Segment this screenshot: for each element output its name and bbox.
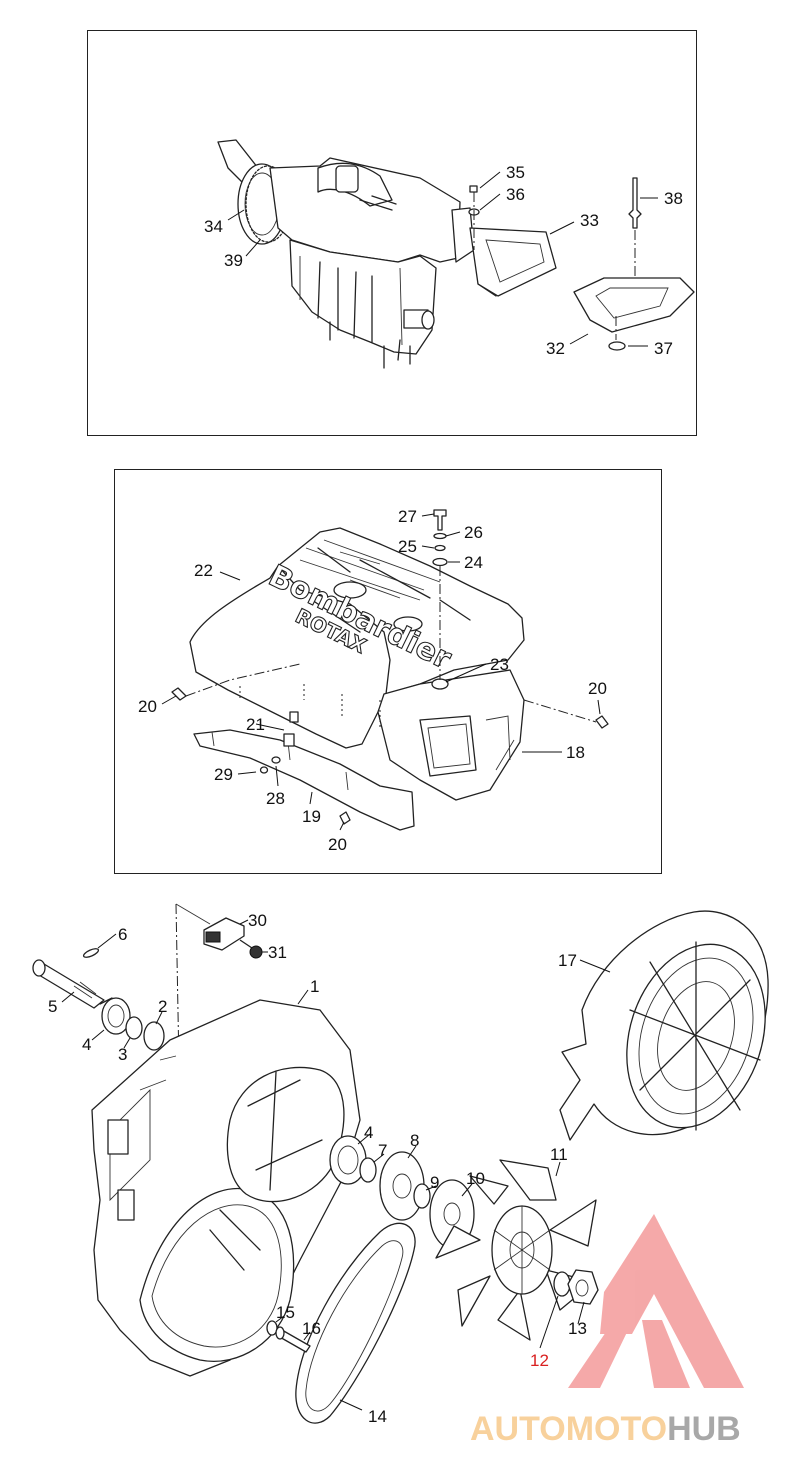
watermark-text-primary: AUTOMOTOHUB xyxy=(470,1410,741,1448)
spacer-3 xyxy=(125,1016,143,1040)
callouts-top: 34 39 35 36 38 33 32 37 xyxy=(204,163,683,358)
bottom-leaders xyxy=(61,919,611,1411)
callout-21: 21 xyxy=(246,715,265,734)
bearing-4-right xyxy=(329,1135,367,1185)
washer-37 xyxy=(608,341,626,351)
bracket-19-21 xyxy=(193,711,415,831)
callout-9: 9 xyxy=(430,1173,439,1192)
callout-20-bottom: 20 xyxy=(328,835,347,854)
fan-guard-17 xyxy=(559,910,769,1141)
watermark-triangle-inner-icon xyxy=(642,1320,690,1388)
pin-38 xyxy=(628,177,642,276)
shim-9 xyxy=(413,1183,431,1209)
silencer-base-32 xyxy=(573,277,695,340)
callout-20-left: 20 xyxy=(138,697,157,716)
cover-rear-18 xyxy=(377,669,525,801)
callout-39: 39 xyxy=(224,251,243,270)
belt-14-inner xyxy=(305,1240,404,1412)
callout-4-left: 4 xyxy=(82,1035,91,1054)
callout-1: 1 xyxy=(310,977,319,996)
middle-leaders xyxy=(161,513,601,831)
callout-38: 38 xyxy=(664,189,683,208)
callout-25: 25 xyxy=(398,537,417,556)
callout-30: 30 xyxy=(248,911,267,930)
callout-13: 13 xyxy=(568,1319,587,1338)
nut-13 xyxy=(567,1269,599,1305)
fastener-stack-24-27 xyxy=(432,509,448,680)
callout-28: 28 xyxy=(266,789,285,808)
callouts-bottom: 30 6 31 17 1 5 2 4 3 4 8 7 11 9 10 15 16… xyxy=(48,911,587,1426)
callout-37: 37 xyxy=(654,339,673,358)
silencer-intake-33 xyxy=(469,227,557,297)
bolt-16 xyxy=(275,1326,311,1353)
clip-30 xyxy=(203,917,245,951)
callout-16: 16 xyxy=(302,1319,321,1338)
spacer-7 xyxy=(359,1157,377,1183)
callout-4-right: 4 xyxy=(364,1123,373,1142)
callout-17: 17 xyxy=(558,951,577,970)
callout-8: 8 xyxy=(410,1131,419,1150)
shaft-5 xyxy=(32,959,105,1009)
callout-14: 14 xyxy=(368,1407,387,1426)
ring-2 xyxy=(143,1021,165,1051)
callout-15: 15 xyxy=(276,1303,295,1322)
screw-35-washer-36 xyxy=(468,185,480,250)
callout-6: 6 xyxy=(118,925,127,944)
callout-3: 3 xyxy=(118,1045,127,1064)
callout-31: 31 xyxy=(268,943,287,962)
callout-12: 12 xyxy=(530,1351,549,1370)
watermark-triangle-icon xyxy=(568,1214,744,1388)
callout-26: 26 xyxy=(464,523,483,542)
engine-cover-22: Bombardier ROTAX xyxy=(189,527,525,749)
watermark-logo: AUTOMOTOHUB xyxy=(470,1214,744,1448)
callouts-middle: 27 26 25 24 22 23 20 20 21 18 29 28 19 2… xyxy=(138,507,607,854)
callout-32: 32 xyxy=(546,339,565,358)
bearing-4-left xyxy=(99,997,131,1035)
key-6 xyxy=(82,948,100,958)
callout-11: 11 xyxy=(550,1145,568,1164)
fan-housing-1 xyxy=(91,999,361,1377)
callout-18: 18 xyxy=(566,743,585,762)
callout-34: 34 xyxy=(204,217,223,236)
callout-5: 5 xyxy=(48,997,57,1016)
callout-10: 10 xyxy=(466,1169,485,1188)
grommet-23 xyxy=(431,678,449,690)
belt-14 xyxy=(295,1222,416,1424)
screws-20 xyxy=(171,687,609,825)
callout-20-right: 20 xyxy=(588,679,607,698)
top-leaders xyxy=(227,171,658,347)
callout-24: 24 xyxy=(464,553,483,572)
callout-2: 2 xyxy=(158,997,167,1016)
callout-27: 27 xyxy=(398,507,417,526)
callout-7: 7 xyxy=(378,1141,387,1160)
middle-guides xyxy=(185,663,597,730)
bolt-31 xyxy=(239,939,263,959)
callout-29: 29 xyxy=(214,765,233,784)
callout-19: 19 xyxy=(302,807,321,826)
bottom-guide-top xyxy=(175,903,211,925)
callout-33: 33 xyxy=(580,211,599,230)
engine-assembly xyxy=(217,139,475,369)
callout-23: 23 xyxy=(490,655,509,674)
callout-22: 22 xyxy=(194,561,213,580)
callout-35: 35 xyxy=(506,163,525,182)
callout-36: 36 xyxy=(506,185,525,204)
